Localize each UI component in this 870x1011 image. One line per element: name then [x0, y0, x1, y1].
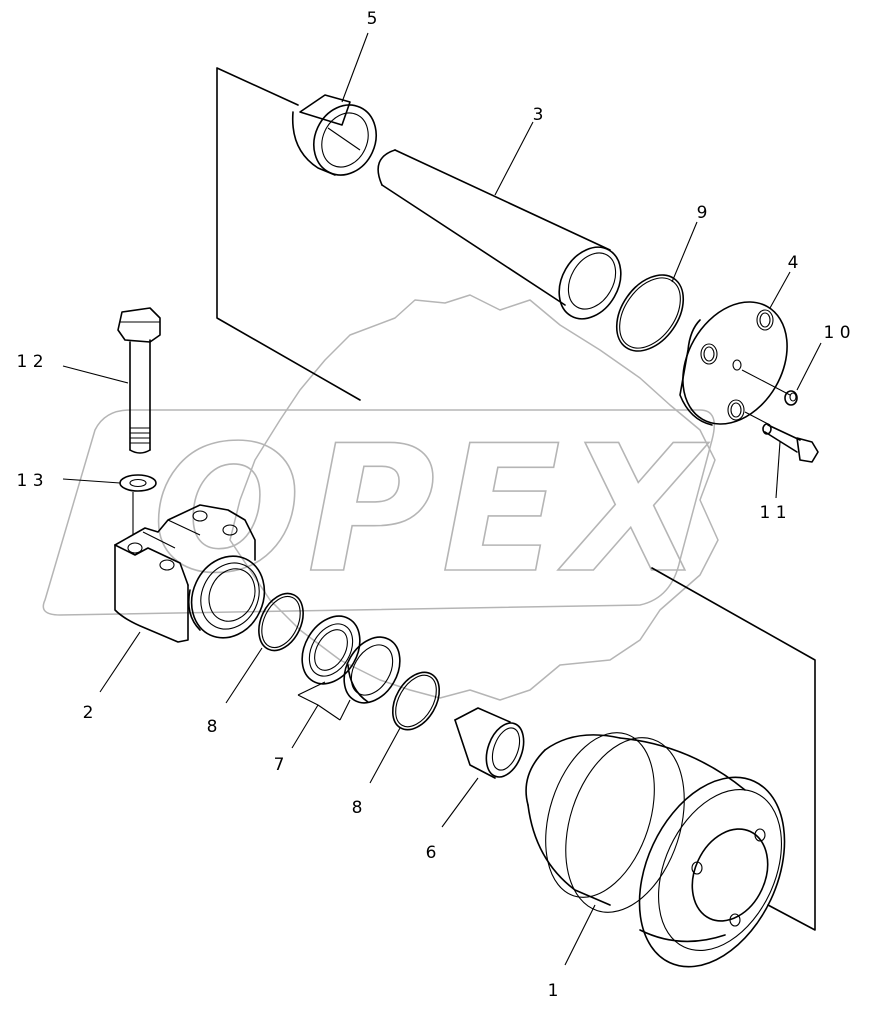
leader-5 [341, 32, 369, 103]
label-part-5: 5 [367, 9, 378, 29]
part-4-cover-plate [679, 301, 791, 426]
label-part-6: 6 [426, 843, 437, 863]
part-10-plug [784, 390, 798, 406]
part-5-flanged-bushing [291, 94, 377, 176]
leader-7 [291, 681, 351, 749]
label-part-12: 1 2 [16, 352, 43, 372]
leader-3 [494, 121, 534, 196]
label-part-8-upper: 8 [207, 717, 218, 737]
assembly-bracket-bottom [651, 567, 816, 931]
part-11-bolt [762, 423, 819, 463]
label-part-13: 1 3 [16, 471, 43, 491]
label-part-10: 1 0 [823, 323, 850, 343]
part-7-floating-seal-a [301, 615, 361, 685]
part-9-o-ring [615, 274, 685, 352]
leader-9 [671, 221, 698, 283]
leader-lines [62, 32, 822, 966]
leader-2 [99, 631, 141, 693]
watermark-gear [229, 294, 719, 701]
leader-4 [769, 271, 791, 309]
part-3-shaft [377, 149, 622, 320]
leader-10 [796, 342, 822, 391]
watermark: OPEX [42, 294, 719, 701]
label-part-1: 1 [548, 981, 559, 1001]
label-part-4: 4 [788, 253, 799, 273]
part-2-bracket-housing [114, 504, 266, 643]
watermark-opex-outline [42, 409, 715, 616]
leader-6 [441, 777, 479, 828]
label-part-2: 2 [83, 703, 94, 723]
part-7-floating-seal-b [343, 636, 401, 704]
label-part-11: 1 1 [759, 503, 786, 523]
part-6-bushing [454, 707, 525, 779]
leader-11 [775, 441, 781, 499]
label-part-3: 3 [533, 105, 544, 125]
assembly-bracket-top [216, 67, 361, 401]
leader-1 [564, 904, 596, 966]
leader-13 [62, 478, 121, 484]
part-13-washer [119, 474, 157, 535]
label-part-7: 7 [274, 755, 285, 775]
watermark-text: OPEX [152, 409, 710, 612]
part-8-o-ring-upper [258, 592, 304, 652]
callout-labels: 5 3 9 4 1 0 1 1 1 2 1 3 2 8 7 8 6 1 [16, 9, 850, 1001]
label-part-8-lower: 8 [352, 798, 363, 818]
label-part-9: 9 [697, 203, 708, 223]
leader-8b [369, 727, 401, 784]
part-8-o-ring-lower [391, 671, 441, 731]
part-12-long-bolt [117, 307, 161, 454]
leader-8a [225, 647, 263, 704]
part-1-roller [525, 732, 786, 968]
leader-12 [62, 365, 129, 384]
